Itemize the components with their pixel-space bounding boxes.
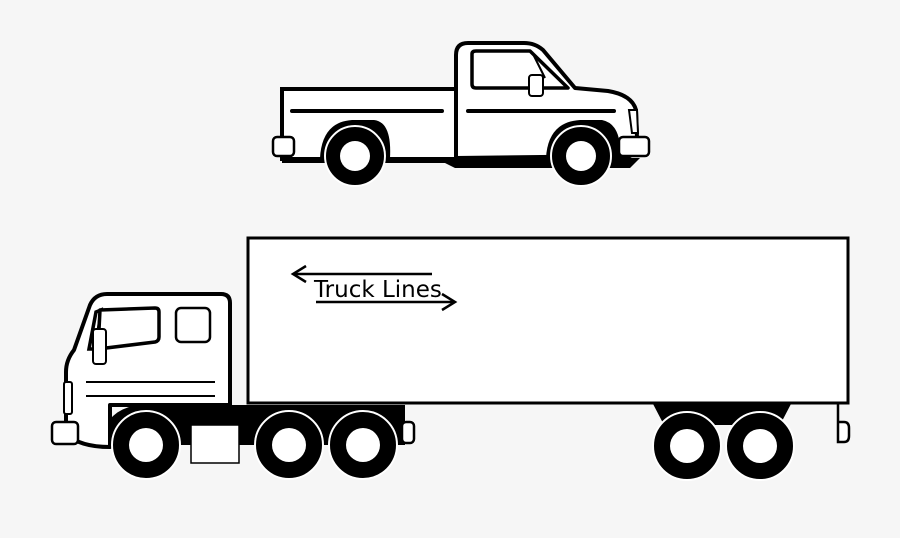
- semi-drive-wheel-1: [254, 410, 324, 480]
- pickup-rear-wheel: [324, 125, 386, 187]
- semi-side-window: [96, 306, 161, 351]
- trailer-wheel-1: [652, 411, 722, 481]
- trailer-brand-text: Truck Lines: [313, 277, 442, 303]
- pickup-front-bumper: [617, 135, 651, 158]
- semi-fuel-tank: [190, 424, 240, 464]
- trailer-logo: Truck Lines: [290, 264, 458, 312]
- pickup-rear-bumper: [271, 135, 296, 158]
- semi-mirror: [92, 328, 107, 365]
- pickup-truck: [271, 41, 651, 187]
- semi-front-bumper: [50, 420, 80, 446]
- semi-truck: Truck Lines: [50, 236, 851, 481]
- pickup-mirror: [528, 74, 544, 97]
- semi-front-wheel: [111, 410, 181, 480]
- pickup-front-wheel: [550, 125, 612, 187]
- semi-sleeper-window: [174, 306, 212, 344]
- semi-drive-wheel-2: [328, 410, 398, 480]
- trailer-box: [246, 236, 850, 405]
- trailer-wheel-2: [725, 411, 795, 481]
